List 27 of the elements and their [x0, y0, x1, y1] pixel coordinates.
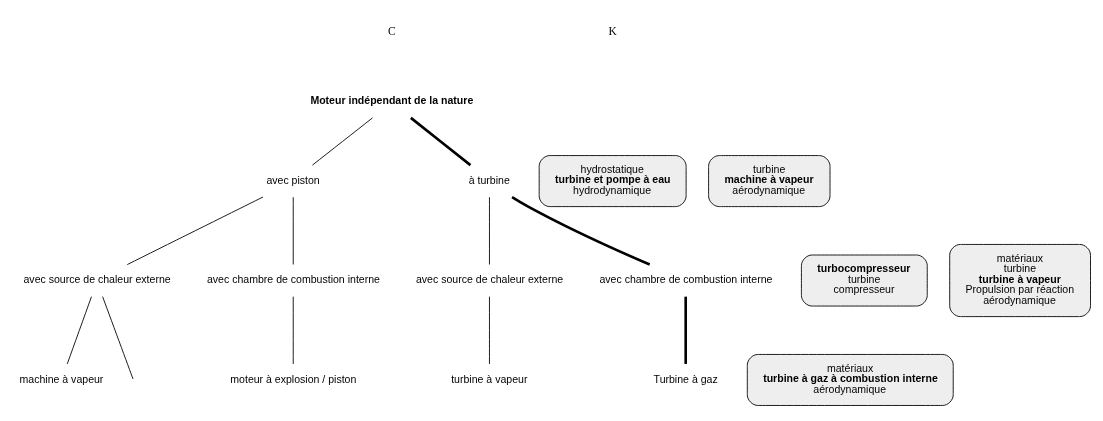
node-box: hydrostatique turbine et pompe à eau hydrodynamique: [538, 154, 687, 207]
node-text: avec source de chaleur externe: [23, 272, 171, 285]
node-text: Turbine à gaz: [653, 372, 718, 385]
connector: [102, 295, 134, 379]
node-box: matériaux turbine turbine à vapeur Propulsion par réaction aérodynamique: [949, 243, 1091, 317]
node-text: Moteur indépendant de la nature: [310, 93, 474, 106]
connector: [489, 295, 490, 364]
connector: [66, 295, 92, 364]
node-box: matériaux turbine à gaz à combustion interne aérodynamique: [746, 353, 954, 406]
node-text: avec chambre de combustion interne: [206, 272, 380, 285]
label: K: [608, 24, 617, 37]
node-text: machine à vapeur: [19, 372, 104, 385]
connector: [410, 116, 472, 166]
connector: [311, 116, 373, 166]
connector: [489, 196, 490, 265]
node-text: avec piston: [266, 173, 320, 186]
connector: [126, 196, 264, 265]
node-box: turbine machine à vapeur aérodynamique: [708, 154, 831, 207]
node-text: avec chambre de combustion interne: [599, 272, 773, 285]
node-text: à turbine: [468, 173, 510, 186]
connector: [511, 195, 651, 266]
node-text: turbine à vapeur: [451, 372, 528, 385]
connector: [684, 296, 688, 364]
label: C: [387, 24, 396, 37]
node-text: avec source de chaleur externe: [415, 272, 564, 285]
node-text: moteur à explosion / piston: [230, 372, 357, 385]
node-box: turbocompresseur turbine compresseur: [800, 254, 928, 306]
